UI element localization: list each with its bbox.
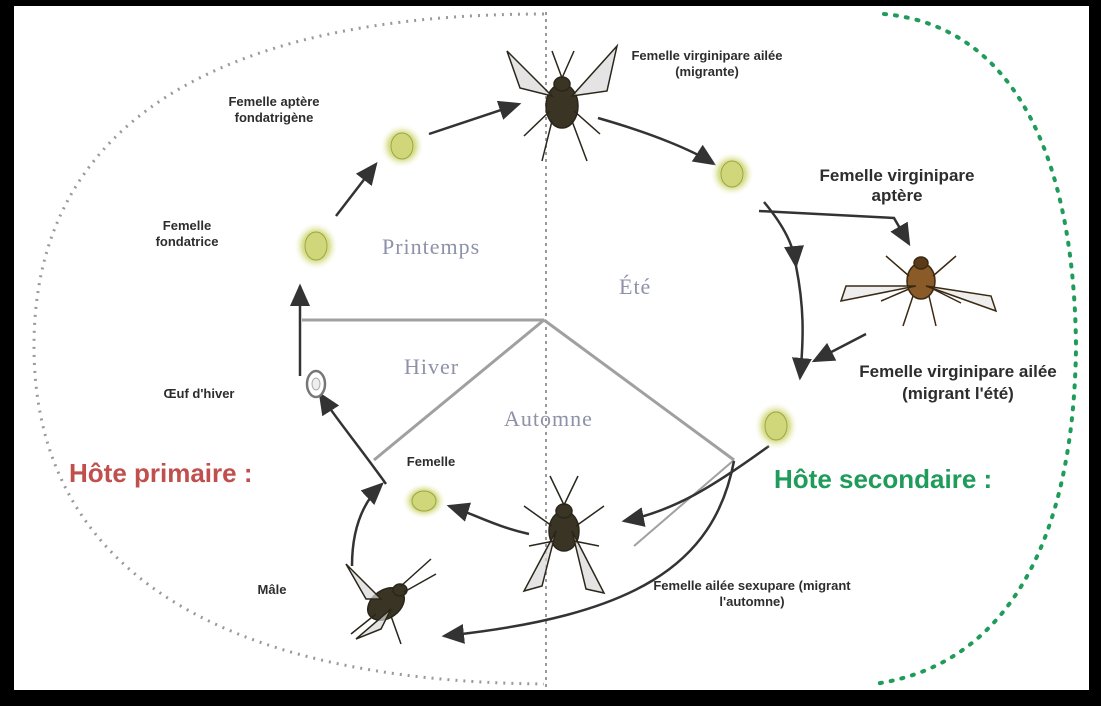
season-line-winter-autumn <box>374 320 544 460</box>
arrow-aptere-to-winged <box>429 104 519 134</box>
arrow-from-insect-back <box>814 334 866 361</box>
secondary-host-dotted-boundary <box>874 14 1076 684</box>
arrow-winged-to-summer <box>598 118 714 164</box>
label-male: Mâle <box>242 582 302 598</box>
arrow-sexupara-to-female <box>449 506 529 534</box>
label-wingless-fundatrigenous: Femelle aptère fondatrigène <box>204 94 344 126</box>
wingless-aphid-icon <box>841 256 996 326</box>
nymph-female <box>402 483 446 519</box>
winged-sexupara-icon <box>524 476 604 593</box>
season-line-summer-autumn <box>544 320 734 460</box>
frame-left <box>0 0 14 706</box>
nymph-summer-aptere <box>710 152 754 196</box>
label-winter-egg: Œuf d'hiver <box>134 386 264 402</box>
arrow-male-to-female <box>352 484 382 566</box>
season-label-winter: Hiver <box>404 354 459 380</box>
winter-egg-icon <box>307 371 325 397</box>
label-winged-sexupara: Femelle ailée sexupare (migrant l'automn… <box>642 578 862 610</box>
secondary-host-label: Hôte secondaire : <box>774 464 992 495</box>
nymph-fundatrix <box>294 222 338 270</box>
frame-right <box>1089 0 1101 706</box>
nymph-autumn <box>754 402 798 450</box>
frame-bottom <box>0 690 1101 706</box>
season-label-spring: Printemps <box>382 234 480 260</box>
label-female: Femelle <box>386 454 476 470</box>
arrow-autumn-to-sexupara <box>624 446 769 521</box>
winged-aphid-top-icon <box>507 46 617 161</box>
season-label-autumn: Automne <box>504 406 593 432</box>
life-cycle-graphic <box>14 6 1089 690</box>
label-wingless-virginiparous: Femelle virginipare aptère <box>792 166 1002 206</box>
arrow-summer-loop-down <box>796 266 803 378</box>
arrow-female-to-egg <box>320 394 386 484</box>
arrow-fundatrix-to-aptere <box>336 164 376 216</box>
season-line-autumn-bottom <box>634 460 734 546</box>
diagram-canvas: Printemps Été Hiver Automne Hôte primair… <box>14 6 1089 690</box>
label-winged-virginiparous-summer: Femelle virginipare ailée (migrant l'été… <box>848 361 1068 405</box>
label-fundatrix: Femelle fondatrice <box>132 218 242 250</box>
male-aphid-icon <box>346 559 436 644</box>
primary-host-label: Hôte primaire : <box>69 458 253 489</box>
nymph-fundatrigene <box>380 124 424 168</box>
label-winged-virginiparous-migrant: Femelle virginipare ailée (migrante) <box>602 48 812 80</box>
season-label-summer: Été <box>619 274 651 300</box>
